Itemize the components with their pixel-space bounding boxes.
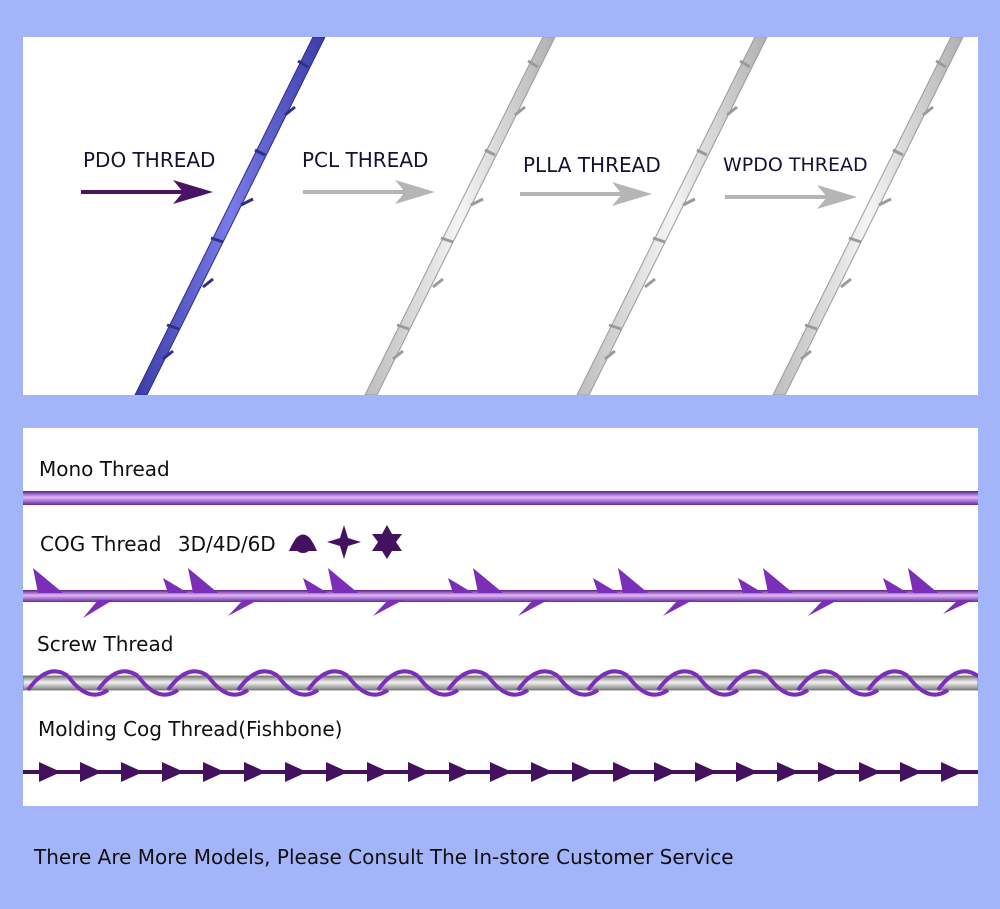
mono-thread-label: Mono Thread xyxy=(39,457,170,481)
star-4d-icon xyxy=(327,525,361,559)
thread-illustrations xyxy=(81,37,964,395)
pdo-thread xyxy=(134,37,326,395)
mono-thread xyxy=(23,491,978,505)
screw-thread xyxy=(23,669,978,697)
thread-material-panel: PDO THREAD PCL THREAD PLLA THREAD WPDO T… xyxy=(23,37,978,395)
screw-thread-label: Screw Thread xyxy=(37,632,174,656)
footer-note: There Are More Models, Please Consult Th… xyxy=(34,845,734,869)
molding-cog-thread-label: Molding Cog Thread(Fishbone) xyxy=(38,717,343,741)
plla-thread-label: PLLA THREAD xyxy=(523,153,661,177)
star-6d-icon xyxy=(372,525,402,559)
pcl-thread-label: PCL THREAD xyxy=(302,148,429,172)
pdo-arrow-icon xyxy=(81,180,213,204)
wpdo-arrow-icon xyxy=(725,185,857,209)
thread-type-panel: Mono Thread COG Thread 3D/4D/6D Screw Th… xyxy=(23,428,978,806)
cone-3d-icon xyxy=(289,534,317,553)
cog-thread-variants: 3D/4D/6D xyxy=(177,532,276,556)
pcl-arrow-icon xyxy=(303,180,435,204)
plla-thread xyxy=(576,37,768,395)
wpdo-thread xyxy=(772,37,964,395)
plla-arrow-icon xyxy=(520,182,652,206)
thread-type-illustrations xyxy=(23,491,978,782)
molding-cog-thread xyxy=(23,762,978,782)
cog-thread-label: COG Thread 3D/4D/6D xyxy=(40,532,276,556)
wpdo-thread-label: WPDO THREAD xyxy=(723,154,868,176)
cog-thread-name: COG Thread xyxy=(40,532,162,556)
cog-thread xyxy=(23,568,978,618)
pcl-thread xyxy=(364,37,556,395)
pdo-thread-label: PDO THREAD xyxy=(83,148,216,172)
